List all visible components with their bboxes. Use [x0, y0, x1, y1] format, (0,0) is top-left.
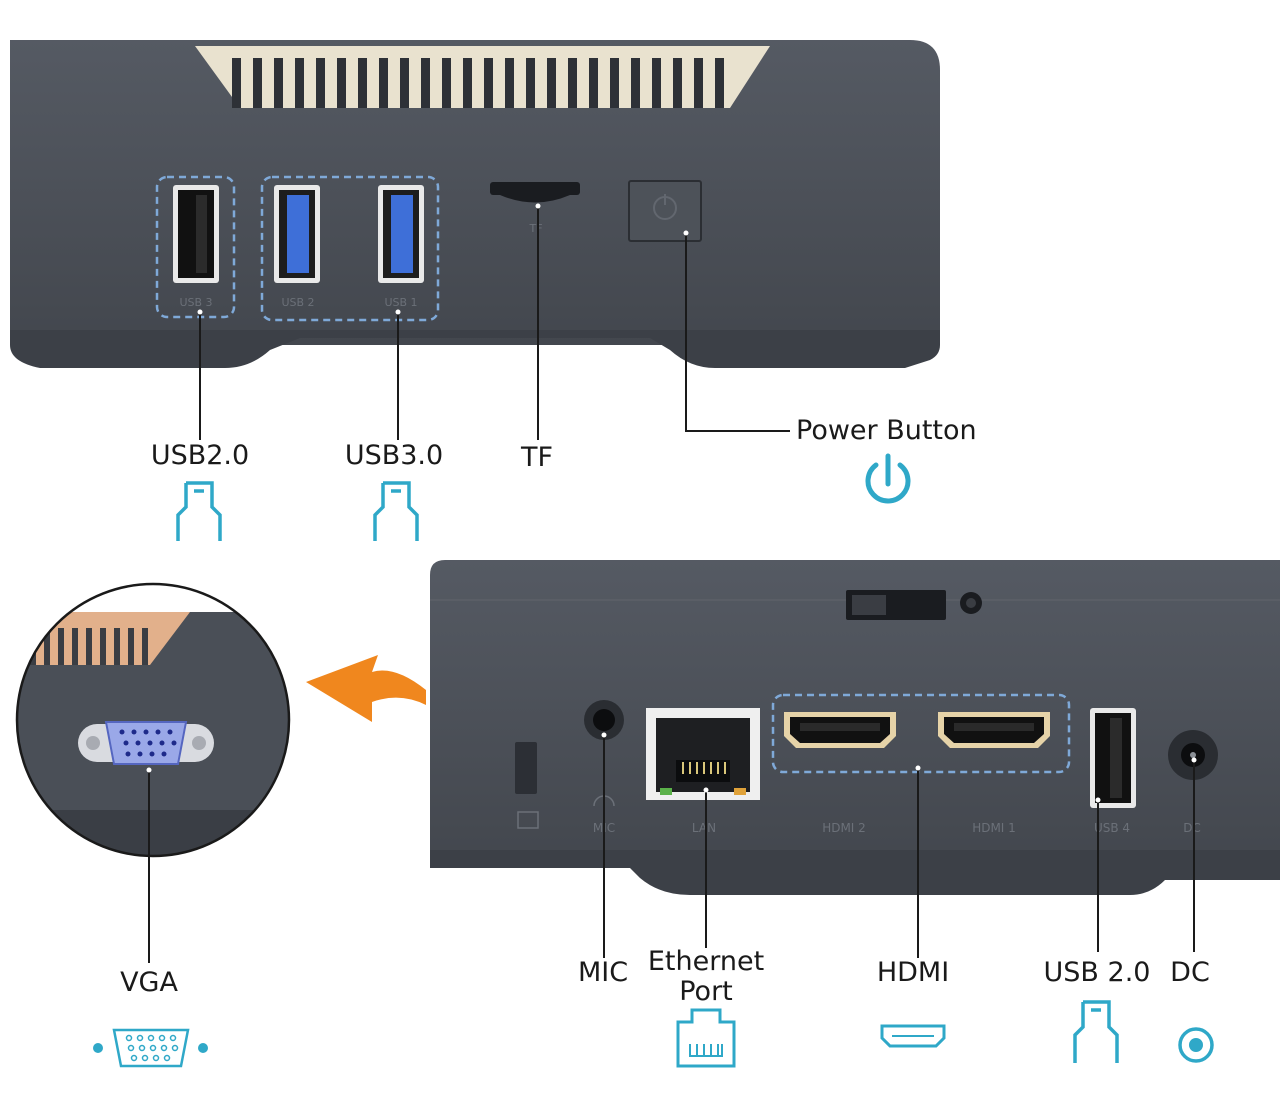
vga-icon: [93, 1028, 208, 1068]
vga-label: VGA: [120, 967, 178, 998]
tf-slot[interactable]: [490, 182, 580, 203]
front-vent-slats: [232, 58, 724, 108]
vga-port[interactable]: [78, 721, 214, 765]
back-callout-lines: [601, 732, 1197, 958]
back-port-label: HDMI 1: [972, 821, 1016, 835]
front-port-silk-labels: USB 3 USB 2 USB 1 TF: [179, 222, 542, 309]
front-device: USB 3 USB 2 USB 1 TF: [10, 40, 940, 368]
tf-port-label: TF: [528, 222, 542, 235]
back-port-silk-labels: MIC LAN HDMI 2 HDMI 1 USB 4 DC: [593, 821, 1201, 835]
front-port-label: USB 3: [179, 296, 212, 309]
front-usb-port-2[interactable]: [274, 185, 320, 283]
hdmi-port-2[interactable]: [784, 712, 896, 748]
dc-label: DC: [1170, 957, 1210, 988]
front-usb-port-1[interactable]: [378, 185, 424, 283]
front-usb-port-3[interactable]: [173, 185, 219, 283]
lan-port[interactable]: [646, 708, 760, 800]
front-body: [10, 40, 940, 345]
back-port-label: LAN: [692, 821, 716, 835]
hdmi-label: HDMI: [876, 957, 950, 988]
back-usb-port-4[interactable]: [1090, 708, 1136, 808]
dc-icon: [1178, 1027, 1214, 1063]
back-port-label: HDMI 2: [822, 821, 866, 835]
back-port-label: DC: [1183, 821, 1201, 835]
power-button[interactable]: [628, 180, 702, 242]
front-port-label: USB 1: [384, 296, 417, 309]
usb-icon: [176, 481, 222, 541]
front-port-label: USB 2: [281, 296, 314, 309]
ethernet-port-label: Ethernet Port: [647, 946, 765, 1007]
ethernet-icon: [676, 1008, 736, 1068]
back-port-label: USB 4: [1094, 821, 1130, 835]
tf-label: TF: [520, 442, 554, 473]
hdmi-port-1[interactable]: [938, 712, 1050, 748]
back-switch[interactable]: [846, 590, 982, 620]
dc-jack[interactable]: [1168, 730, 1218, 780]
mic-label: MIC: [577, 957, 629, 988]
hdmi-icon: [880, 1024, 946, 1048]
usb-icon: [1073, 1000, 1119, 1063]
lock-slot: [515, 742, 537, 794]
vga-zoom-view: [15, 582, 291, 858]
back-base: [430, 850, 1280, 895]
usb3-dash-box: [155, 175, 236, 319]
usb-icon: [373, 481, 419, 541]
usb30-front-label: USB3.0: [344, 440, 444, 471]
back-device: MIC LAN HDMI 2 HDMI 1 USB 4 DC: [430, 560, 1280, 895]
usb20-front-label: USB2.0: [150, 440, 250, 471]
front-base: [10, 330, 940, 368]
usb21-dash-box: [260, 175, 440, 322]
power-icon: [865, 453, 911, 504]
front-callout-lines: [197, 203, 790, 440]
hdmi-dash-box: [771, 693, 1071, 774]
usb20-back-label: USB 2.0: [1043, 957, 1151, 988]
orange-arrow: [306, 655, 426, 722]
power-button-label: Power Button: [796, 415, 977, 446]
